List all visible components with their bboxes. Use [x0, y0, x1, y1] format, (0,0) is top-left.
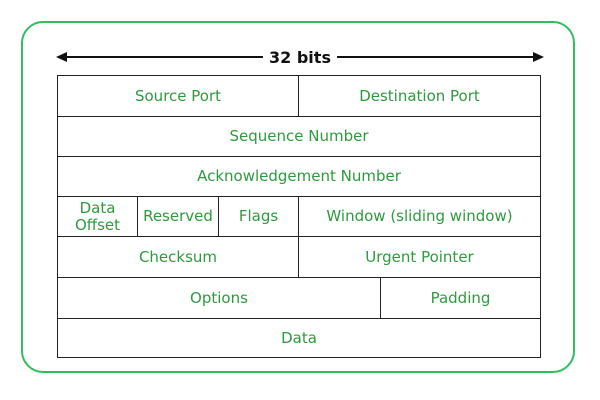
data-offset-line1: Data — [79, 198, 116, 217]
field-data: Data — [57, 318, 541, 358]
field-flags: Flags — [218, 196, 299, 237]
field-options: Options — [57, 277, 381, 319]
width-label: 32 bits — [263, 47, 337, 67]
field-data-offset: Data Offset — [57, 196, 138, 237]
field-padding: Padding — [380, 277, 541, 319]
field-window: Window (sliding window) — [298, 196, 541, 237]
data-offset-line2: Offset — [74, 215, 121, 234]
field-reserved: Reserved — [137, 196, 219, 237]
field-destination-port: Destination Port — [298, 75, 541, 117]
field-urgent-pointer: Urgent Pointer — [298, 236, 541, 278]
field-sequence-number: Sequence Number — [57, 116, 541, 157]
field-acknowledgement-number: Acknowledgement Number — [57, 156, 541, 197]
field-source-port: Source Port — [57, 75, 299, 117]
field-checksum: Checksum — [57, 236, 299, 278]
